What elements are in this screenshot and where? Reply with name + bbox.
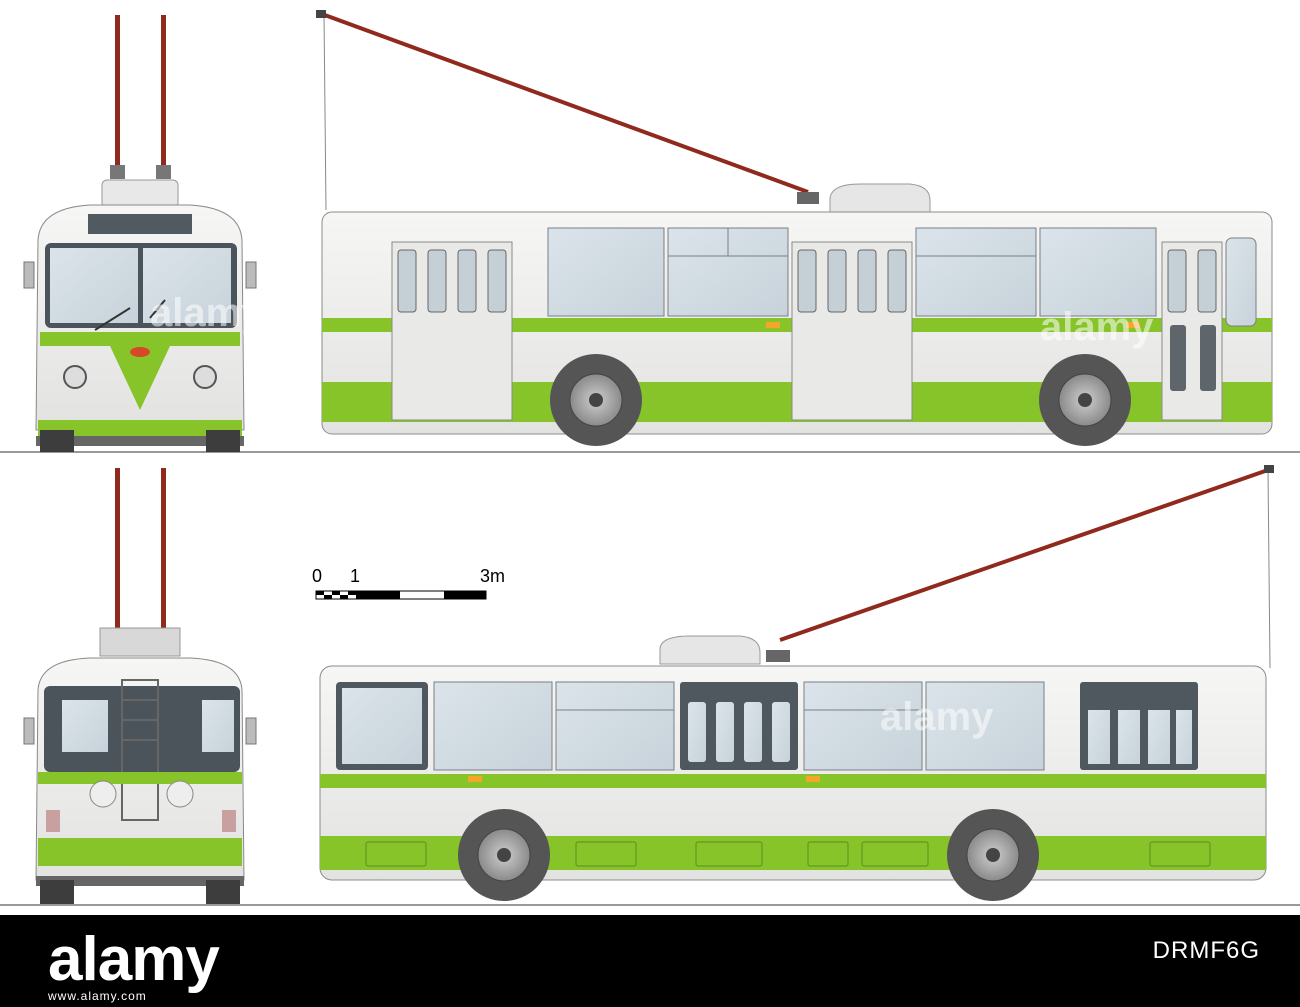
- trolleybus-blueprint-drawing: 0 1 3m: [0, 10, 1300, 906]
- side-view-right: [316, 10, 1273, 446]
- watermark-image-id: DRMF6G: [1152, 937, 1260, 964]
- watermark-overlay-2: alamy: [1040, 305, 1154, 349]
- side-pole-upper: [321, 12, 809, 194]
- side-pole-lower: [779, 468, 1269, 642]
- front-green-chevron: [40, 332, 240, 410]
- scale-label-zero: 0: [312, 566, 322, 586]
- front-view: [23, 15, 257, 452]
- watermark-url: www.alamy.com: [48, 989, 147, 1003]
- watermark-overlay-3: alamy: [880, 695, 994, 739]
- side-door-middle: [791, 241, 913, 421]
- front-pole-left: [115, 15, 120, 175]
- watermark-bar: alamy www.alamy.com DRMF6G: [0, 915, 1300, 1007]
- watermark-overlay-1: alamy: [150, 291, 264, 335]
- rear-pole-right: [161, 468, 166, 628]
- watermark-logo: alamy: [48, 925, 220, 994]
- rear-pole-left: [115, 468, 120, 628]
- scale-bar: 0 1 3m: [312, 566, 505, 600]
- side-door-rear: [1161, 241, 1223, 421]
- side-door-front: [391, 241, 513, 421]
- front-pole-right: [161, 15, 166, 175]
- front-headlight-right: [193, 365, 217, 389]
- side-view-left: [319, 465, 1274, 901]
- scale-label-one: 1: [350, 566, 360, 586]
- rear-light-right: [166, 780, 194, 808]
- front-headlight-left: [63, 365, 87, 389]
- rear-light-left: [89, 780, 117, 808]
- rear-view: [23, 468, 257, 904]
- scale-label-three: 3m: [480, 566, 505, 586]
